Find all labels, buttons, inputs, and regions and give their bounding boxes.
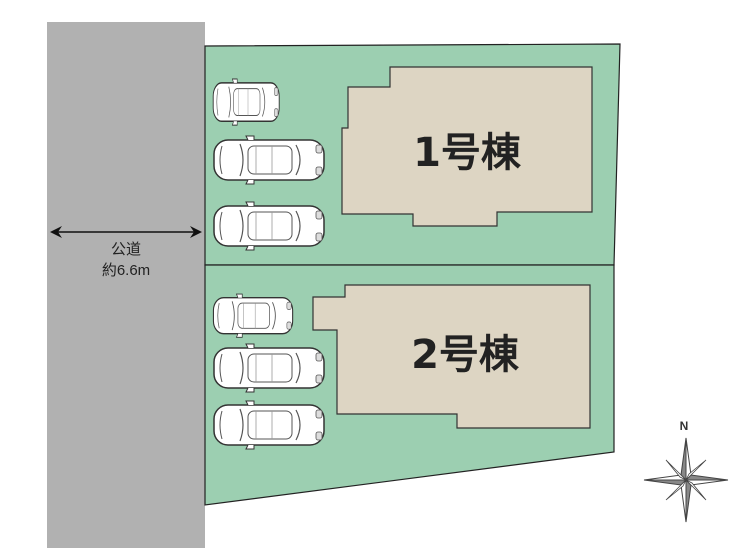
building-2 — [312, 284, 591, 429]
compass-north-label: N — [680, 419, 689, 433]
car-lot2-2 — [213, 343, 325, 393]
road-name: 公道 — [111, 241, 141, 258]
road-width: 約6.6m — [102, 262, 150, 279]
building-2-label: 2号棟 — [411, 332, 520, 378]
car-lot2-3 — [213, 400, 325, 450]
car-lot2-1 — [212, 293, 294, 338]
car-lot1-3 — [213, 201, 325, 251]
public-road — [47, 22, 205, 548]
compass-rose-icon — [643, 437, 729, 523]
car-lot1-2 — [213, 135, 325, 185]
building-1-label: 1号棟 — [413, 130, 522, 176]
road-width-dimension — [50, 226, 202, 238]
car-lot1-1 — [212, 78, 280, 126]
building-1 — [341, 66, 593, 227]
